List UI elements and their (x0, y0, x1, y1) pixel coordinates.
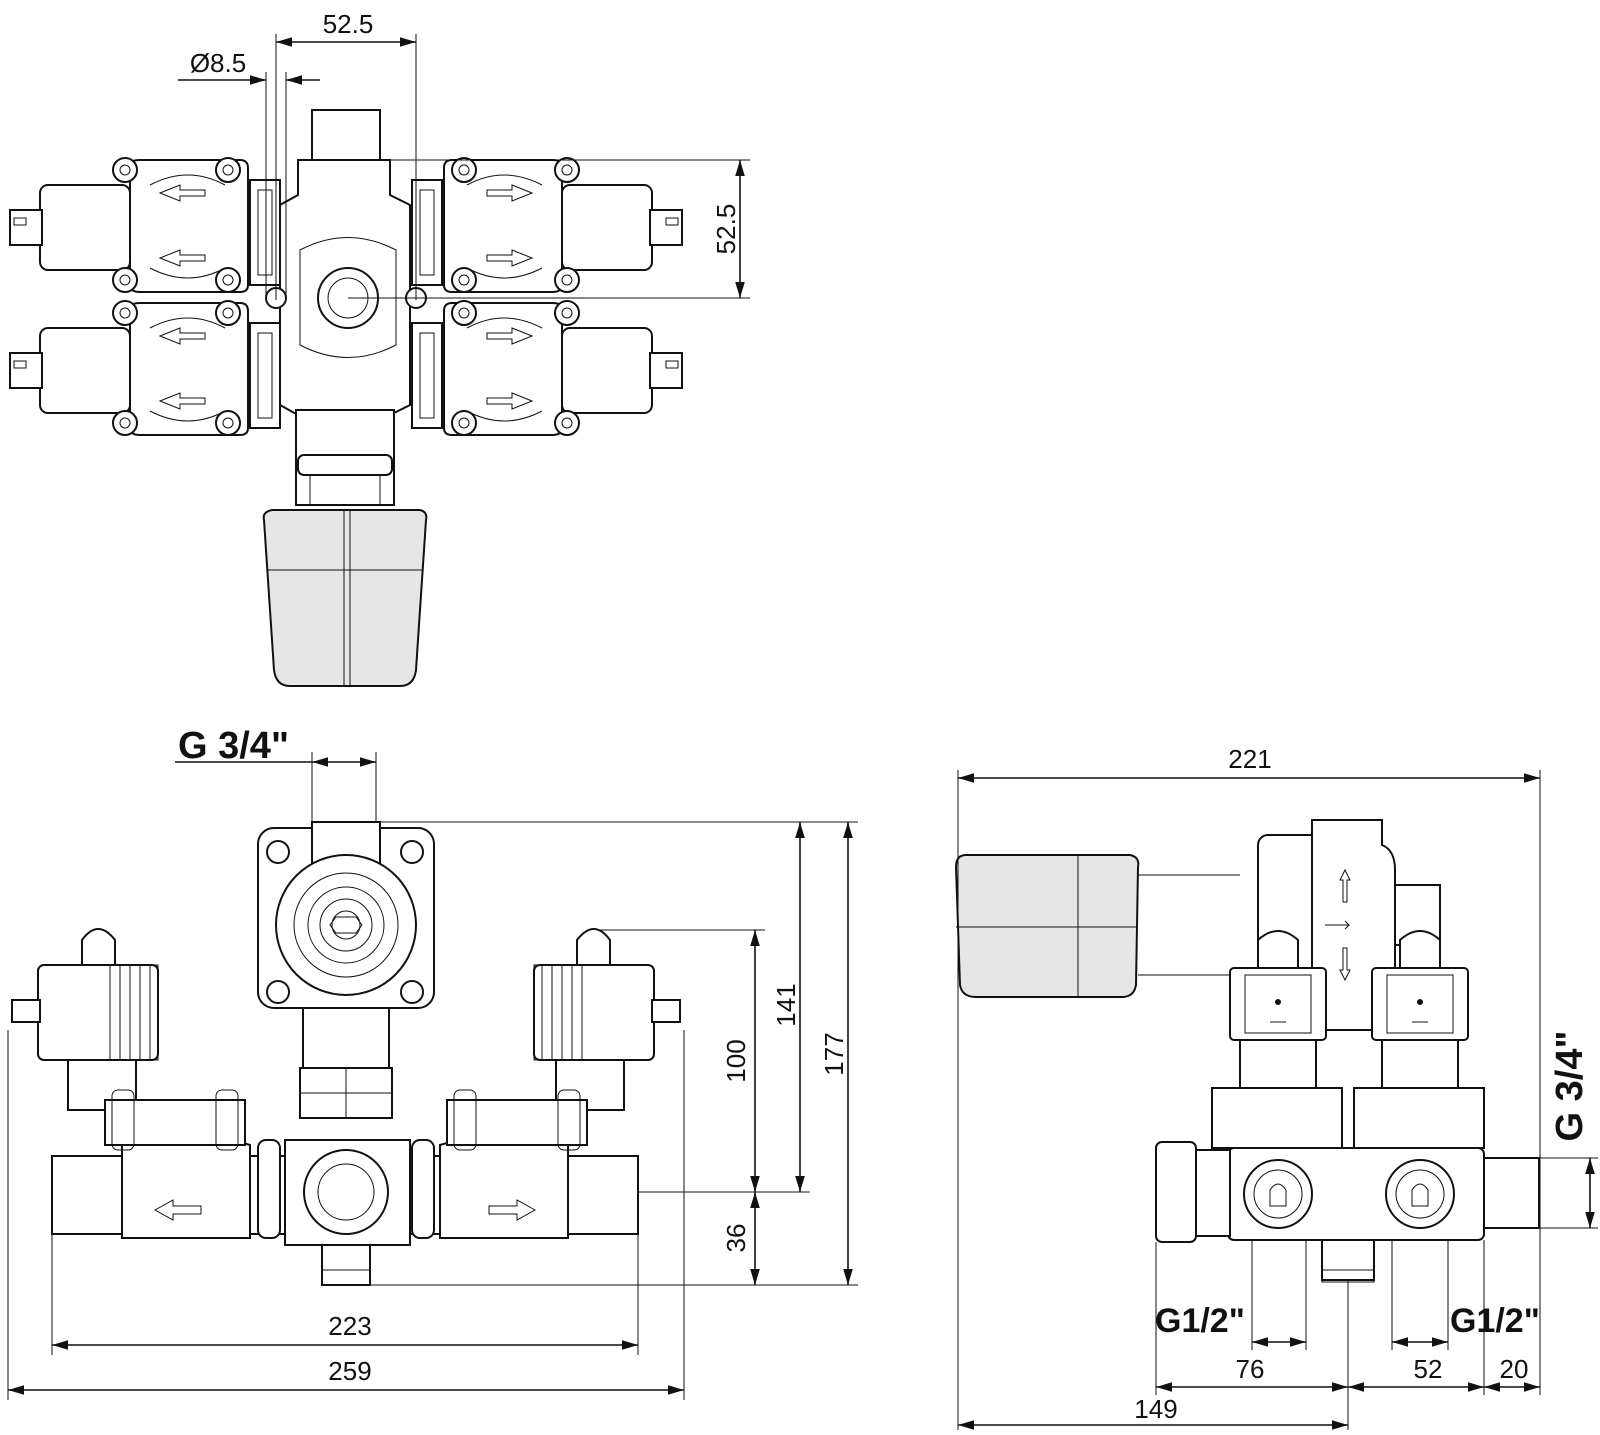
side-solenoid-right (1353, 930, 1485, 1149)
side-arrow-right-icon (1325, 920, 1351, 930)
side-thread-left-label: G1/2" (1155, 1302, 1245, 1340)
dim-100: 100 (721, 1039, 751, 1082)
side-view: 221 G 3/4" G1/2" G1/2" 76 52 20 149 (954, 744, 1598, 1430)
front-view: G 3/4" 141 100 177 36 223 259 (7, 725, 858, 1400)
dim-221: 221 (1228, 744, 1271, 774)
top-view: 52.5 Ø8.5 52.5 (9, 9, 750, 687)
top-actuator (262, 509, 428, 687)
dim-hole-diameter: Ø8.5 (190, 48, 246, 78)
front-solenoid-left (11, 928, 246, 1151)
top-dimensions (178, 34, 750, 300)
top-inlet-stub (311, 109, 381, 161)
side-solenoid-left (1211, 930, 1343, 1149)
dim-259: 259 (328, 1356, 371, 1386)
flow-arrow-left-icon (153, 1199, 202, 1221)
side-actuator (954, 854, 1140, 998)
side-arrow-up-icon (1339, 868, 1351, 903)
dim-52: 52 (1414, 1354, 1443, 1384)
dim-20: 20 (1500, 1354, 1529, 1384)
side-thread-label: G 3/4" (1549, 1031, 1591, 1142)
dim-223: 223 (328, 1311, 371, 1341)
dim-76: 76 (1236, 1354, 1265, 1384)
dim-177: 177 (819, 1032, 849, 1075)
top-valve-upper-right (411, 157, 683, 293)
flow-arrow-right-icon (488, 1199, 537, 1221)
dim-36: 36 (721, 1224, 751, 1253)
front-dimensions (7, 752, 858, 1400)
dim-149: 149 (1134, 1394, 1177, 1424)
top-valve-lower-right (411, 300, 683, 436)
side-dimensions (957, 770, 1598, 1430)
front-solenoid-right (446, 928, 681, 1151)
front-stem (302, 1007, 390, 1069)
side-arrow-down-icon (1339, 947, 1351, 982)
dim-top-width: 52.5 (323, 9, 374, 39)
side-thread-right-label: G1/2" (1450, 1302, 1540, 1340)
front-top-port (275, 854, 417, 996)
front-center-port (303, 1149, 389, 1235)
front-thread-top-label: G 3/4" (178, 725, 289, 767)
top-valve-lower-left (9, 300, 281, 436)
dim-141: 141 (771, 983, 801, 1026)
top-valve-upper-left (9, 157, 281, 293)
dim-right-height: 52.5 (711, 204, 741, 255)
